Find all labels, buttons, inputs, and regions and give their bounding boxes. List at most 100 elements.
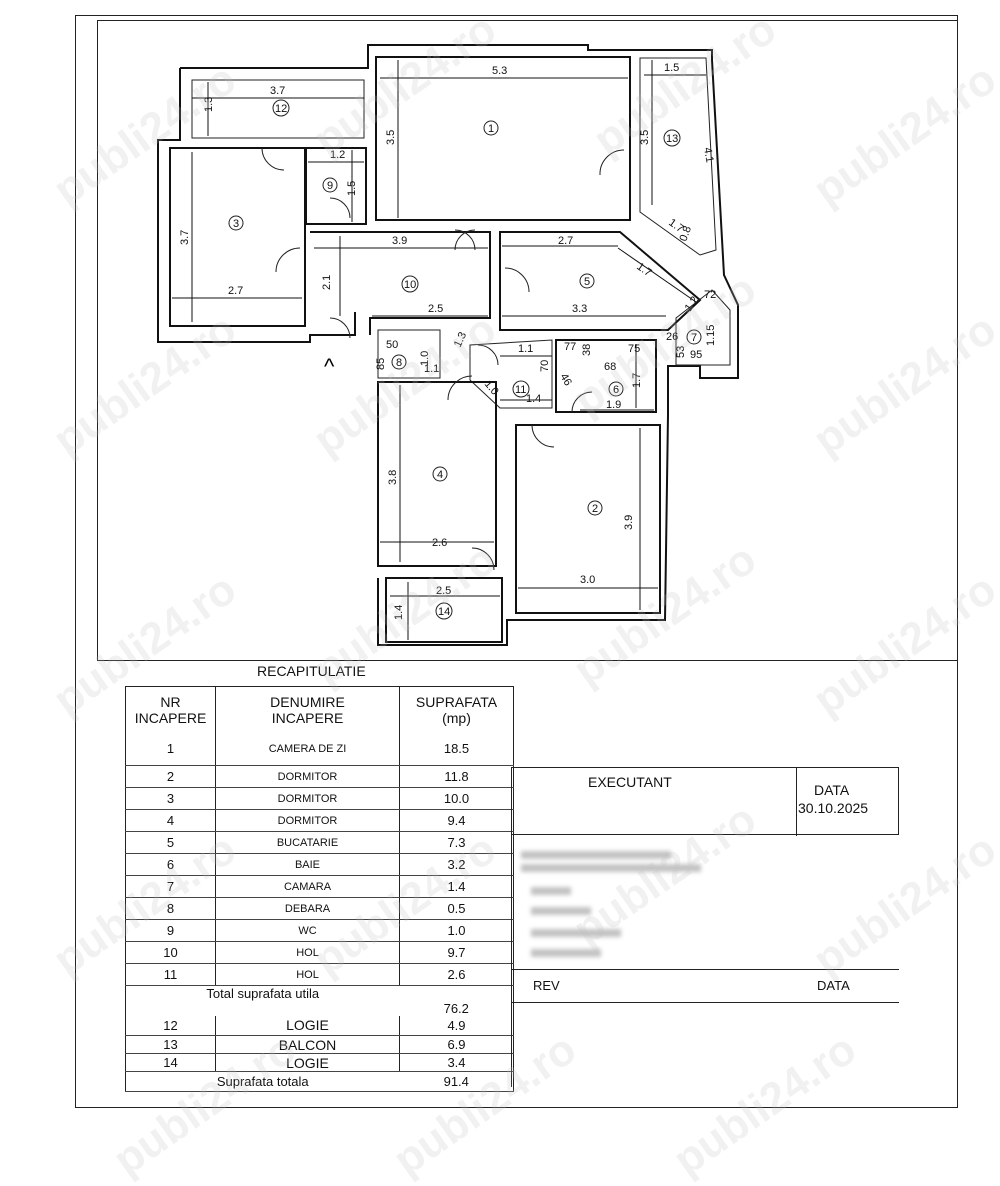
- cell-nr: 12: [125, 1015, 216, 1036]
- date-label: DATA: [814, 782, 850, 798]
- cell-name: WC: [215, 919, 400, 942]
- redacted-text: [531, 949, 601, 957]
- cell-name: DEBARA: [215, 897, 400, 920]
- cell-area: 11.8: [399, 765, 514, 788]
- room-number: 5: [584, 276, 590, 288]
- cell-name: BAIE: [215, 853, 400, 876]
- dim-text: 2.6: [432, 537, 447, 549]
- dim-text: 53: [675, 346, 687, 358]
- cell-name: HOL: [215, 941, 400, 964]
- door-room-14: [471, 547, 495, 571]
- room-number: 7: [691, 332, 697, 344]
- recap-title: RECAPITULATIE: [257, 663, 366, 679]
- cell-name: DORMITOR: [215, 787, 400, 810]
- dimension-lines: [172, 60, 706, 640]
- door-room-13: [599, 149, 625, 176]
- cell-nr: 4: [125, 809, 216, 832]
- room-number: 1: [488, 123, 494, 135]
- cell-area: 9.7: [399, 941, 514, 964]
- recap-table: NR INCAPERE DENUMIRE INCAPERE SUPRAFATA …: [125, 686, 514, 1092]
- redacted-text: [531, 929, 621, 937]
- room-number: 10: [404, 279, 416, 291]
- redacted-text: [531, 887, 571, 895]
- dim-text: 3.5: [385, 130, 397, 145]
- door-room-11: [477, 344, 499, 366]
- dim-text: 1.15: [705, 325, 717, 346]
- room-5-outline: [499, 231, 702, 331]
- dim-text: 2.7: [228, 285, 243, 297]
- cell-area: 4.9: [399, 1015, 514, 1036]
- dim-text: 3.7: [270, 85, 285, 97]
- dim-text: 0.8: [678, 225, 695, 243]
- dim-text: 75: [628, 343, 640, 355]
- room-11-outline: [469, 339, 553, 409]
- room-8-outline: [377, 329, 441, 379]
- door-room-6: [571, 391, 593, 413]
- dim-text: 1.5: [664, 62, 679, 74]
- cell-area: 18.5: [399, 732, 514, 766]
- dim-text: 72: [704, 289, 716, 301]
- cell-name: DORMITOR: [215, 809, 400, 832]
- room-2-outline: [515, 424, 661, 614]
- dim-text: 1.4: [526, 393, 541, 405]
- room-number: 8: [396, 357, 402, 369]
- dim-text: 3.3: [572, 303, 587, 315]
- dim-text: 3.5: [639, 130, 651, 145]
- wall-left: [157, 68, 356, 343]
- door-room-4: [447, 375, 473, 401]
- dim-text: 70: [539, 360, 551, 372]
- cell-area: 10.0: [399, 787, 514, 810]
- door-room-9: [329, 197, 351, 219]
- dim-text: 1.3: [203, 97, 215, 112]
- door-room-1: [454, 229, 476, 251]
- redacted-text: [531, 907, 591, 915]
- dim-text: 1.9: [606, 399, 621, 411]
- dim-text: 4.1: [701, 146, 715, 163]
- cell-name: LOGIE: [215, 1053, 400, 1072]
- cell-name: DORMITOR: [215, 765, 400, 788]
- floor-plan-frame: [97, 20, 958, 661]
- room-9-outline: [305, 147, 367, 225]
- dim-text: 38: [581, 344, 593, 356]
- room-12-outline: [191, 79, 365, 139]
- executant-box: EXECUTANT DATA 30.10.2025 REV DATA: [511, 767, 899, 1087]
- dim-text: 3.8: [387, 470, 399, 485]
- dim-text: 2.1: [321, 275, 333, 290]
- room-13-outline: [639, 57, 717, 256]
- date-value: 30.10.2025: [798, 800, 869, 816]
- cell-name: BALCON: [215, 1035, 400, 1054]
- dim-text: 1.1: [518, 343, 533, 355]
- room-number: 6: [613, 384, 619, 396]
- cell-name: CAMERA DE ZI: [215, 732, 400, 766]
- room-1-outline: [375, 56, 631, 221]
- dim-text: 85: [375, 358, 387, 370]
- dim-text: 68: [604, 361, 616, 373]
- cell-name: BUCATARIE: [215, 831, 400, 854]
- cell-area: 1.4: [399, 875, 514, 898]
- cell-nr: 1: [125, 732, 216, 766]
- cell-area: 3.2: [399, 853, 514, 876]
- header-nr: NR INCAPERE: [125, 686, 216, 733]
- cell-name: CAMARA: [215, 875, 400, 898]
- dim-text: 5.3: [492, 65, 507, 77]
- floor-plan: 3.7 1.3 5.3 1.5 3.5 3.5 4.1 1.2 1.5 3.7 …: [157, 44, 739, 646]
- dim-text: 3.9: [623, 515, 635, 530]
- total-label: Suprafata totala: [125, 1071, 400, 1092]
- room-numbers: 1 2 3 4 5 6 7 8 9 10 11 12 13 14: [228, 99, 702, 620]
- cell-area: 7.3: [399, 831, 514, 854]
- door-room-3: [261, 147, 285, 171]
- room-3-outline: [169, 147, 306, 327]
- room-number: 13: [666, 133, 678, 145]
- cell-nr: 3: [125, 787, 216, 810]
